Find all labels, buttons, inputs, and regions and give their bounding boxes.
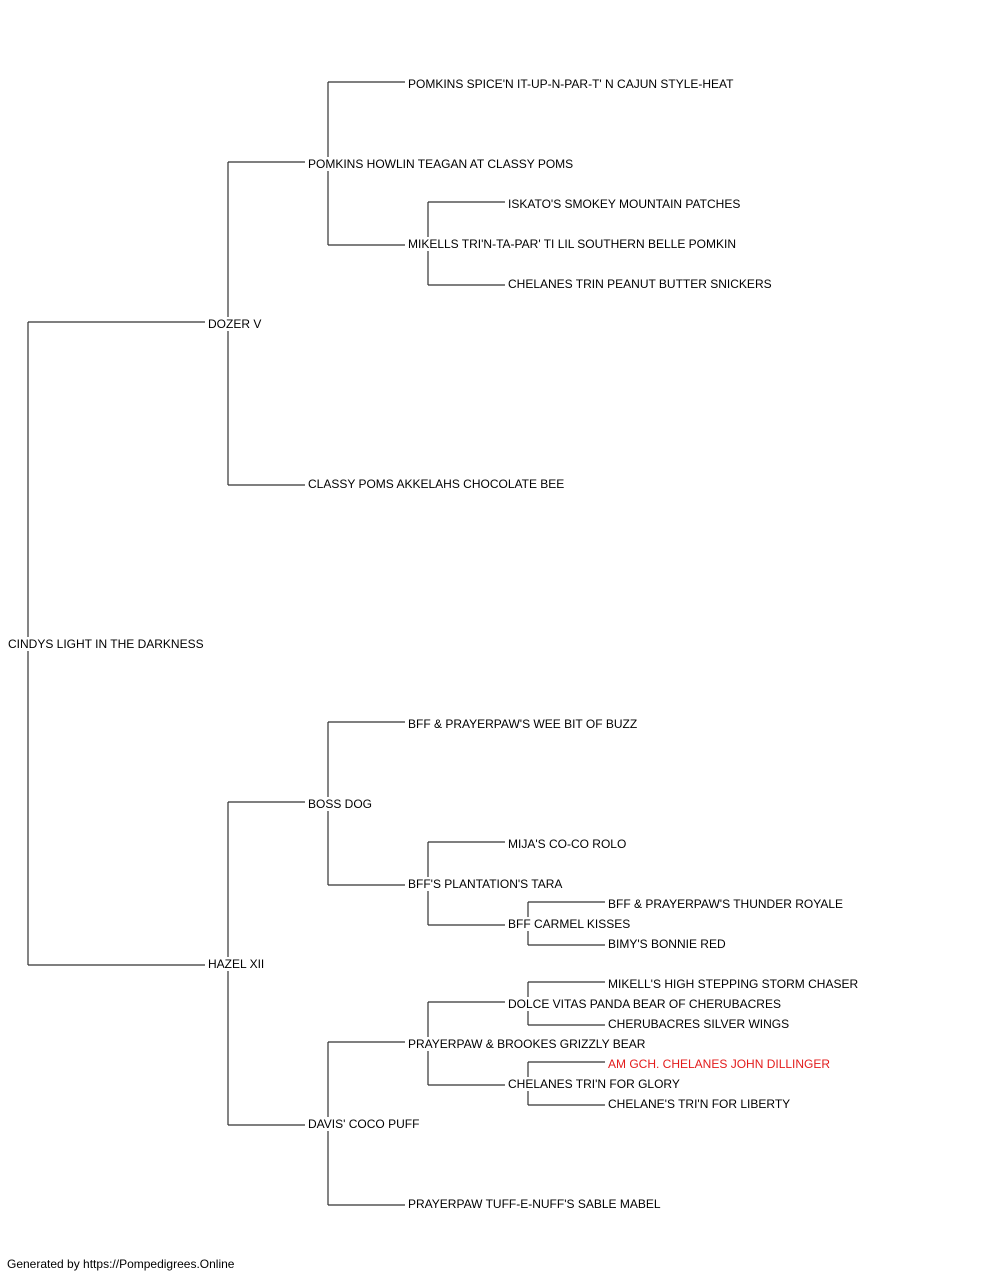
sire-dam-name: CLASSY POMS AKKELAHS CHOCOLATE BEE	[307, 477, 566, 491]
dam-dam-sire-dam-dam-name: CHELANE'S TRI'N FOR LIBERTY	[607, 1097, 792, 1111]
dam-dam-sire-sire-dam-name: CHERUBACRES SILVER WINGS	[607, 1017, 791, 1031]
dam-sire-dam-dam-name: BFF CARMEL KISSES	[507, 917, 632, 931]
sire-sire-name: POMKINS HOWLIN TEAGAN AT CLASSY POMS	[307, 157, 575, 171]
dam-sire-dam-dam-sire-name: BFF & PRAYERPAW'S THUNDER ROYALE	[607, 897, 844, 911]
dam-dam-sire-dam-sire-name-highlighted: AM GCH. CHELANES JOHN DILLINGER	[607, 1057, 832, 1071]
dam-sire-dam-dam-dam-name: BIMY'S BONNIE RED	[607, 937, 727, 951]
sire-sire-dam-name: MIKELLS TRI'N-TA-PAR' TI LIL SOUTHERN BE…	[407, 237, 737, 251]
dam-name: HAZEL XII	[207, 957, 266, 971]
dam-dam-dam-name: PRAYERPAW TUFF-E-NUFF'S SABLE MABEL	[407, 1197, 662, 1211]
dam-sire-dam-name: BFF'S PLANTATION'S TARA	[407, 877, 564, 891]
dam-dam-sire-name: PRAYERPAW & BROOKES GRIZZLY BEAR	[407, 1037, 647, 1051]
dam-sire-sire-name: BFF & PRAYERPAW'S WEE BIT OF BUZZ	[407, 717, 639, 731]
subject-name: CINDYS LIGHT IN THE DARKNESS	[7, 637, 205, 651]
sire-sire-dam-dam-name: CHELANES TRIN PEANUT BUTTER SNICKERS	[507, 277, 773, 291]
sire-sire-sire-name: POMKINS SPICE'N IT-UP-N-PAR-T' N CAJUN S…	[407, 77, 735, 91]
dam-dam-sire-sire-sire-name: MIKELL'S HIGH STEPPING STORM CHASER	[607, 977, 860, 991]
dam-dam-sire-dam-name: CHELANES TRI'N FOR GLORY	[507, 1077, 681, 1091]
dam-sire-dam-sire-name: MIJA'S CO-CO ROLO	[507, 837, 628, 851]
sire-name: DOZER V	[207, 317, 263, 331]
generated-by-footer: Generated by https://Pompedigrees.Online	[7, 1257, 235, 1271]
dam-dam-name: DAVIS' COCO PUFF	[307, 1117, 421, 1131]
sire-sire-dam-sire-name: ISKATO'S SMOKEY MOUNTAIN PATCHES	[507, 197, 742, 211]
dam-dam-sire-sire-name: DOLCE VITAS PANDA BEAR OF CHERUBACRES	[507, 997, 782, 1011]
dam-sire-name: BOSS DOG	[307, 797, 374, 811]
